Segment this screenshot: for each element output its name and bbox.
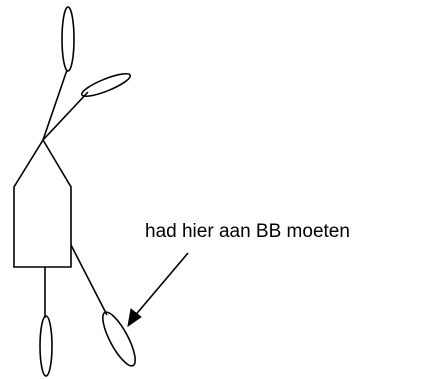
upper-right-ellipse xyxy=(80,72,132,98)
annotation-label: had hier aan BB moeten xyxy=(145,221,350,242)
lower-diagonal-stem xyxy=(70,244,108,316)
upper-stem-vertical xyxy=(42,69,68,141)
body-pentagon xyxy=(13,138,72,268)
annotation-arrow-head xyxy=(127,308,142,328)
top-ellipse xyxy=(61,6,75,72)
lower-right-ellipse xyxy=(102,311,136,367)
bottom-ellipse xyxy=(39,315,53,377)
upper-stem-diagonal xyxy=(42,91,89,141)
annotation-arrow-shaft xyxy=(132,252,189,319)
